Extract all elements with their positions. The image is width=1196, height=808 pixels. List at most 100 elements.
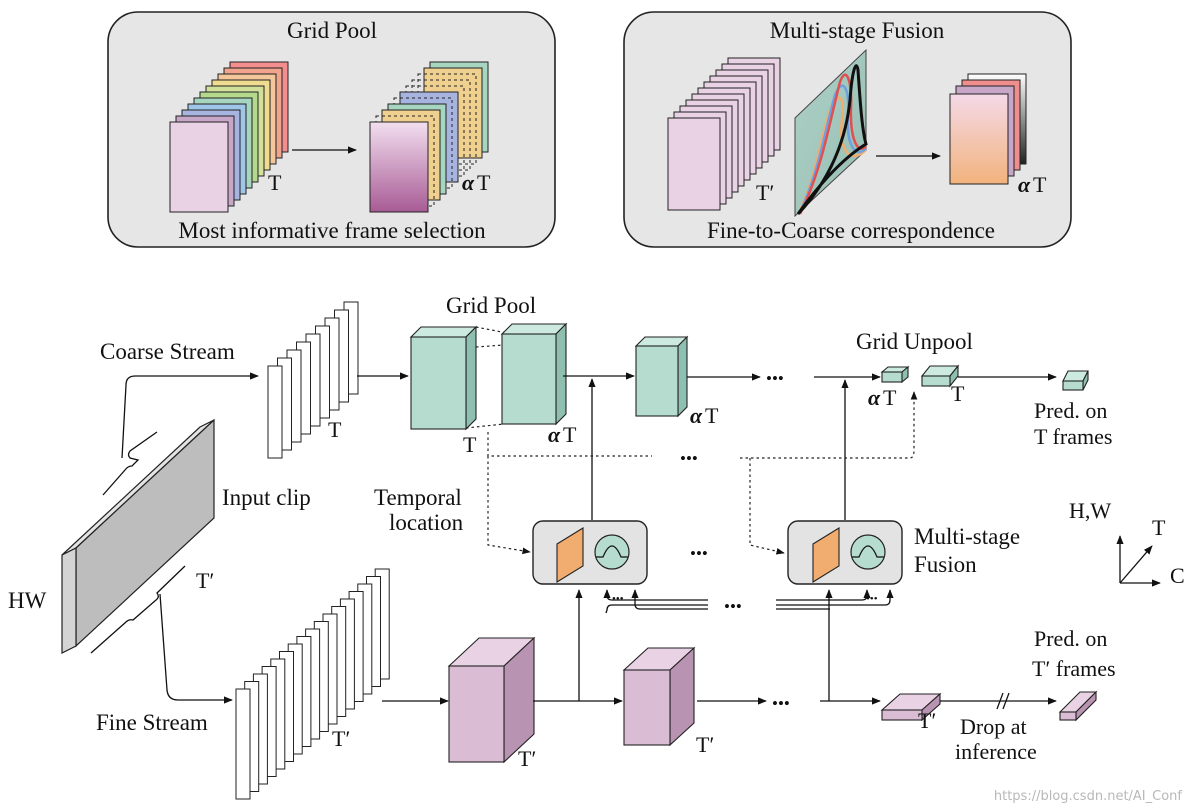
cube3-label-alpha: α	[690, 403, 703, 428]
label-grid-pool: Grid Pool	[446, 293, 536, 318]
fine-out-t-prime: T′	[918, 708, 936, 733]
drop-mark	[996, 692, 1010, 710]
fine-frames-t-prime: T′	[332, 726, 350, 751]
colored-frame-stack	[169, 61, 289, 213]
pool-link-bottom	[465, 423, 505, 429]
pool-link-mid	[475, 344, 505, 348]
fine-feature-cube-2	[622, 646, 696, 747]
fusion-label-t-prime: T′	[756, 180, 774, 205]
unpool-label-alpha: α	[868, 385, 881, 410]
multi-scale-dots-left: •••	[612, 593, 624, 605]
fine-feature-cube-1	[447, 636, 536, 764]
unpool-label-t: T	[951, 381, 965, 406]
fine-output-block	[880, 692, 942, 722]
coarse-ellipsis: •••	[766, 369, 784, 388]
frame	[267, 365, 283, 459]
cube2-label-t: T	[563, 422, 577, 447]
pool-link-top	[475, 326, 513, 335]
grid-pool-panel-title: Grid Pool	[287, 18, 377, 43]
cube1-label-t: T	[463, 432, 477, 457]
multi-scale-dots-right: •••	[866, 593, 878, 605]
fusion-module-1	[532, 520, 648, 585]
gaussian-kernel-icon	[850, 534, 886, 570]
fine-frame-stack	[235, 568, 390, 800]
fine-cube1-t-prime: T′	[518, 746, 536, 771]
prediction-block-t	[1062, 370, 1089, 391]
coarse-feature-cube-2	[500, 322, 568, 426]
conv-block-icon	[556, 527, 584, 583]
cube	[447, 636, 536, 764]
multi-scale-ellipsis: •••	[724, 597, 742, 616]
coarse-feature-cube-1	[409, 325, 478, 431]
label-multi-stage-2: Fusion	[914, 552, 977, 577]
correspondence-sheet	[794, 48, 868, 218]
label-multi-stage-1: Multi-stage	[914, 524, 1020, 549]
watermark: https://blog.csdn.net/AI_Conf	[993, 789, 1182, 804]
fine-input-arrow	[159, 593, 233, 704]
input-t-prime: T′	[196, 568, 214, 593]
grid-pool-label-alpha: α	[462, 170, 475, 195]
fine-cube2-t-prime: T′	[696, 732, 714, 757]
brace-coarse	[102, 431, 158, 496]
cube	[500, 322, 568, 426]
coarse-frame-stack	[267, 301, 359, 459]
fusion-panel-title: Multi-stage Fusion	[770, 18, 945, 43]
label-input-clip: Input clip	[222, 485, 311, 510]
cube2-label-alpha: α	[548, 422, 561, 447]
fine-ellipsis: •••	[772, 694, 790, 713]
fusion-ellipsis: •••	[690, 544, 708, 563]
cube3-label-t: T	[705, 403, 719, 428]
label-temporal-1: Temporal	[374, 485, 462, 510]
fusion-panel: Multi-stage Fusion T′ α T Fine-to-Coarse…	[623, 11, 1072, 248]
multi-scale-connections: ••• ••• •••	[603, 589, 894, 616]
label-temporal-2: location	[389, 510, 464, 535]
selected-frame-stack	[369, 61, 489, 213]
unpool-small-block	[880, 365, 910, 384]
cube	[1062, 370, 1089, 391]
pink-frame-stack	[667, 57, 781, 211]
cube	[622, 646, 696, 747]
fusion-label-alpha-t: T	[1033, 172, 1047, 197]
axes-legend: H,W T C	[1069, 498, 1185, 588]
panel-frame	[369, 121, 429, 213]
fused-frame-stack	[949, 73, 1027, 185]
temporal-ellipsis: •••	[680, 449, 698, 468]
fusion-module-2	[787, 520, 903, 585]
pred-tp-line2: T′ frames	[1032, 656, 1116, 681]
panel-frame	[949, 93, 1009, 185]
temporal-dotted-to-fusion-1	[487, 456, 531, 555]
label-hw: HW	[8, 588, 47, 613]
cube	[409, 325, 478, 431]
fusion-label-alpha: α	[1018, 172, 1031, 197]
grid-pool-label-t: T	[268, 170, 282, 195]
panel-frame	[169, 121, 229, 213]
unpool-large-block	[920, 364, 960, 388]
brace-fine	[90, 565, 186, 654]
frame	[235, 688, 251, 800]
cube	[920, 364, 960, 388]
pred-t-line1: Pred. on	[1034, 398, 1107, 423]
drop-line2: inference	[955, 739, 1037, 764]
drop-line1: Drop at	[960, 714, 1027, 739]
axis-c-label: C	[1170, 563, 1185, 588]
axis-hw-label: H,W	[1069, 498, 1111, 523]
label-fine-stream: Fine Stream	[96, 710, 208, 735]
grid-pool-panel: Grid Pool T α T Most informative frame s…	[107, 11, 556, 248]
gaussian-kernel-icon	[594, 534, 630, 570]
conv-block-icon	[812, 527, 840, 583]
fusion-caption: Fine-to-Coarse correspondence	[707, 218, 995, 243]
axis-t-label: T	[1152, 515, 1166, 540]
coarse-feature-cube-3	[634, 335, 689, 418]
input-clip-block	[61, 418, 215, 654]
grid-pool-label-alpha-t: T	[477, 170, 491, 195]
cube	[634, 335, 689, 418]
cube	[880, 365, 910, 384]
prediction-block-t-prime	[1058, 690, 1098, 722]
axis-t-arrow	[1119, 545, 1153, 584]
grid-pool-caption: Most informative frame selection	[178, 218, 486, 243]
pred-t-line2: T frames	[1034, 424, 1112, 449]
unpool-label-alpha-t: T	[883, 385, 897, 410]
label-grid-unpool: Grid Unpool	[856, 329, 973, 354]
cube	[1058, 690, 1098, 722]
